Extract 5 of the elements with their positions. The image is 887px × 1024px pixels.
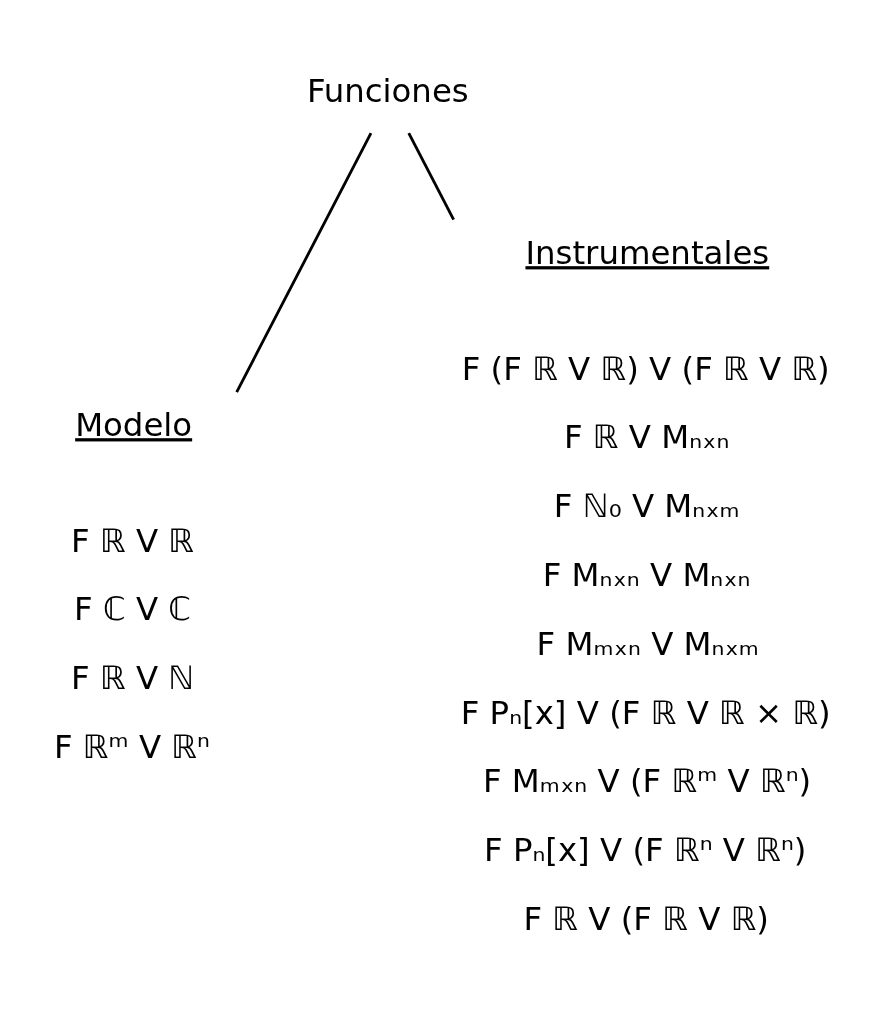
node-text: Modelo F ℝ V ℝ F ℂ V ℂ F ℝ V ℕ F ℝᵐ V ℝⁿ bbox=[53, 405, 210, 766]
connector bbox=[235, 131, 373, 393]
connector bbox=[407, 131, 455, 220]
node-text: Funciones bbox=[306, 71, 469, 110]
node-text: Instrumentales F (F ℝ V ℝ) V (F ℝ V ℝ) F ℝ V Mₙₓₙ F ℕ₀ V Mₙₓₘ F Mₙₓₙ V Mₙₓₙ F Mₘₓₙ V Mₙₓₘ F Pₙ[x] V (F ℝ V ℝ × ℝ) F Mₘₓₙ V (F ℝᵐ V ℝⁿ) F Pₙ[x] V (F ℝⁿ V ℝⁿ) F ℝ V (F ℝ V ℝ) bbox=[460, 233, 831, 938]
